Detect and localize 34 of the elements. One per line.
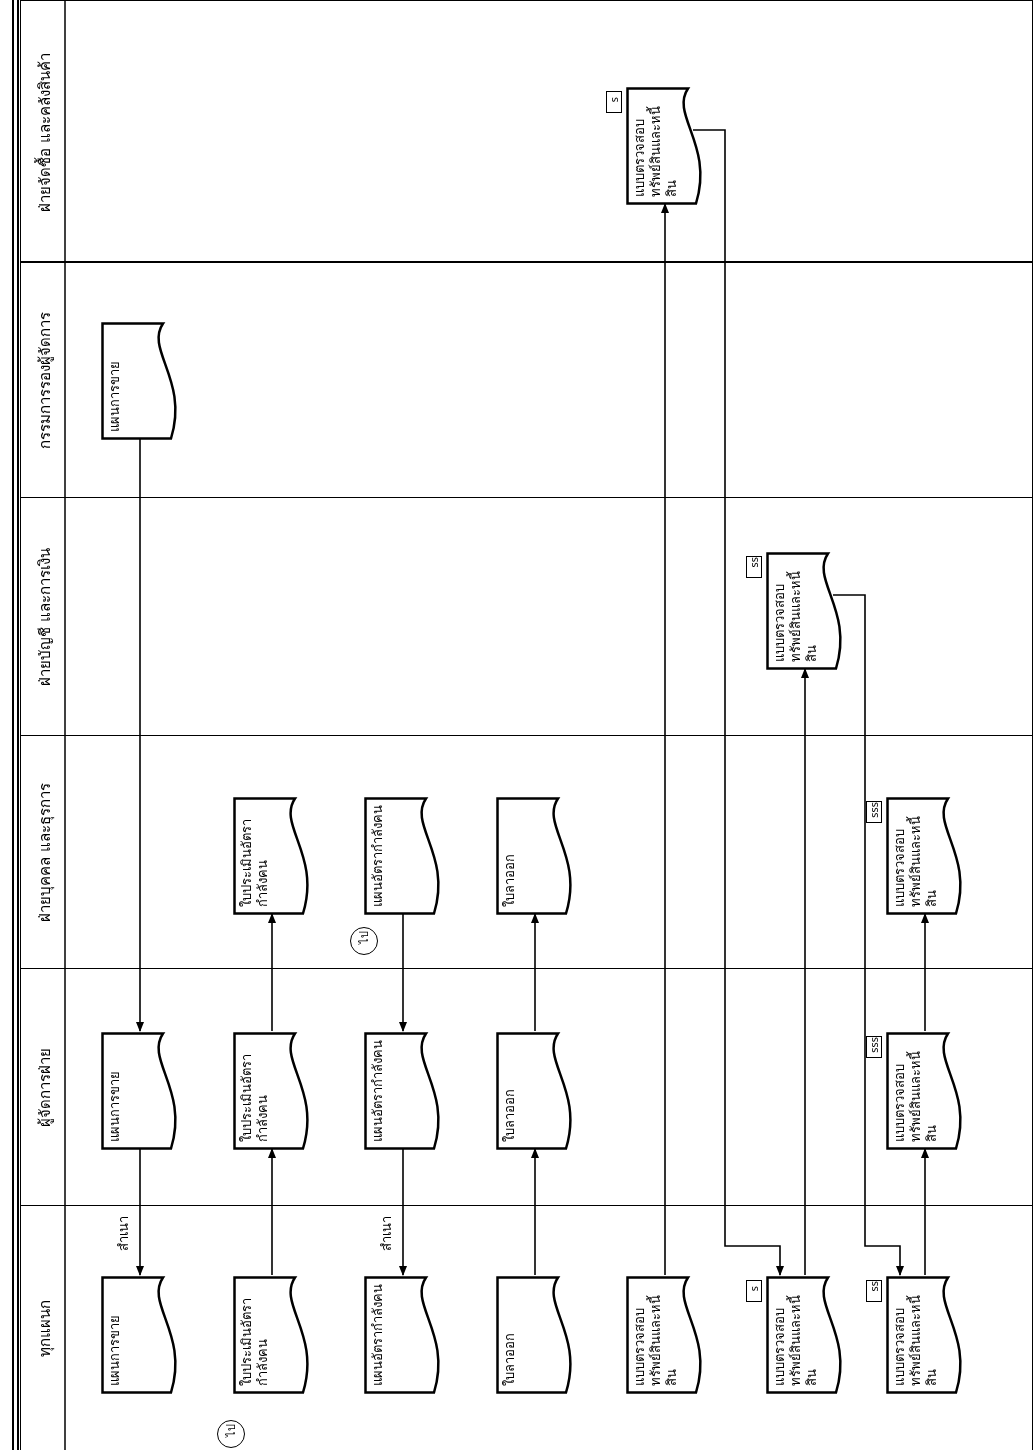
tag-box: s bbox=[746, 1280, 762, 1302]
lane-heading: ผู้จัดการฝ่าย bbox=[35, 1048, 55, 1127]
tag-box: ss bbox=[866, 1280, 882, 1302]
arrow bbox=[531, 913, 539, 1032]
swimlane bbox=[20, 968, 1033, 1205]
arrow bbox=[531, 1148, 539, 1276]
tag-box: ss bbox=[746, 556, 762, 578]
swimlane bbox=[20, 1205, 1033, 1450]
arrow bbox=[801, 668, 809, 1276]
tag-box: sss bbox=[866, 801, 882, 823]
swimlane bbox=[20, 0, 1033, 262]
lane-heading: ฝ่ายบัญชี และการเงิน bbox=[35, 548, 55, 686]
connector-circle: ไป bbox=[350, 927, 378, 955]
tag-box: s bbox=[606, 91, 622, 113]
arrow bbox=[661, 203, 669, 1276]
arrow bbox=[399, 1148, 407, 1276]
lane-heading: ทุกแผนก bbox=[35, 1300, 55, 1357]
arrow bbox=[692, 129, 784, 1276]
connector-circle: ไป bbox=[217, 1420, 245, 1448]
lane-heading: ฝ่ายจัดซื้อ และคลังสินค้า bbox=[34, 52, 55, 212]
arrow bbox=[921, 1148, 929, 1276]
swimlane bbox=[20, 735, 1033, 968]
arrow bbox=[399, 913, 407, 1032]
tag-box: sss bbox=[866, 1036, 882, 1058]
lane-heading: กรรมการรองผู้จัดการ bbox=[35, 312, 55, 449]
arrow bbox=[136, 1148, 144, 1276]
arrow bbox=[921, 913, 929, 1032]
arrow bbox=[832, 594, 904, 1276]
lane-heading: ฝ่ายบุคคล และธุรการ bbox=[35, 783, 55, 922]
swimlane bbox=[20, 262, 1033, 497]
arrow bbox=[268, 1148, 276, 1276]
arrow bbox=[136, 438, 144, 1032]
arrow bbox=[268, 913, 276, 1032]
swimlane bbox=[20, 497, 1033, 735]
